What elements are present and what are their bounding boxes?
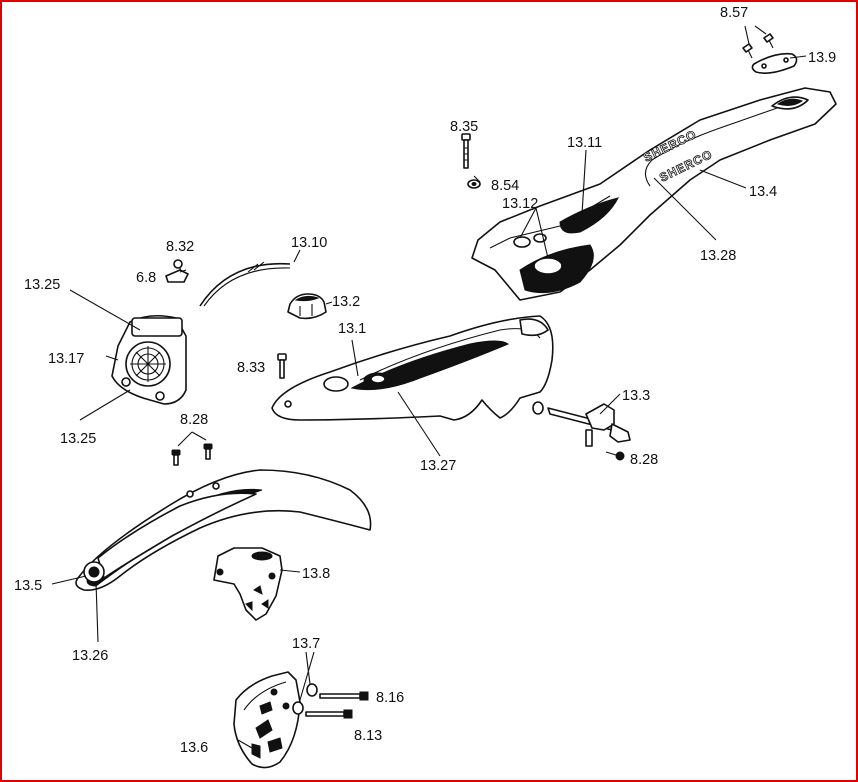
label-8-28-right: 8.28 <box>630 452 658 468</box>
label-8-32: 8.32 <box>166 239 194 255</box>
label-13-6: 13.6 <box>180 740 208 756</box>
screws-8-28-left <box>171 443 213 466</box>
leader-lines <box>51 55 807 749</box>
screw-8-28-right <box>605 451 625 461</box>
panel-grommet <box>533 257 563 275</box>
label-13-27: 13.27 <box>420 458 456 474</box>
bolt-8-33 <box>277 353 287 379</box>
fuel-tap-13-3 <box>532 401 631 447</box>
label-8-57: 8.57 <box>720 5 748 21</box>
label-6-8: 6.8 <box>136 270 156 286</box>
label-13-11: 13.11 <box>567 135 602 151</box>
label-8-13: 8.13 <box>354 728 382 744</box>
filler-neck <box>323 376 349 392</box>
label-8-16: 8.16 <box>376 690 404 706</box>
bolt-8-13 <box>305 709 353 719</box>
label-13-7: 13.7 <box>292 636 320 652</box>
label-13-8: 13.8 <box>302 566 330 582</box>
label-13-25-top: 13.25 <box>24 277 60 293</box>
label-8-35: 8.35 <box>450 119 478 135</box>
label-13-5: 13.5 <box>14 578 42 594</box>
label-13-10: 13.10 <box>291 235 327 251</box>
label-13-26: 13.26 <box>72 648 108 664</box>
plate-13-9 <box>742 25 798 74</box>
label-13-25-bottom: 13.25 <box>60 431 96 447</box>
clip-6-8 <box>165 269 189 283</box>
washer-8-54 <box>467 179 481 189</box>
bolt-8-35 <box>461 133 471 169</box>
vent-hose-13-10 <box>199 261 291 307</box>
bolt-8-16 <box>319 691 369 701</box>
part-labels: 8.57 13.9 8.35 8.54 13.11 13.12 13.4 13.… <box>14 5 836 756</box>
headlight-mask-13-25 <box>111 314 187 405</box>
label-8-54: 8.54 <box>491 178 519 194</box>
rear-fender-13-4: SHERCO SHERCO <box>471 87 837 301</box>
label-13-28: 13.28 <box>700 248 736 264</box>
label-13-9: 13.9 <box>808 50 836 66</box>
label-13-1: 13.1 <box>338 321 366 337</box>
fuel-cap-13-2 <box>287 293 327 320</box>
label-8-28-left: 8.28 <box>180 412 208 428</box>
label-13-17: 13.17 <box>48 351 84 367</box>
label-13-4: 13.4 <box>749 184 777 200</box>
spacers-13-7 <box>292 683 318 715</box>
label-8-33: 8.33 <box>237 360 265 376</box>
fuel-tank-13-1 <box>271 315 554 421</box>
label-13-12: 13.12 <box>502 196 538 212</box>
label-13-3: 13.3 <box>622 388 650 404</box>
label-13-2: 13.2 <box>332 294 360 310</box>
front-fender-13-5 <box>75 469 372 592</box>
fender-bracket-13-8 <box>213 547 283 621</box>
disc-guard-13-6 <box>233 671 301 769</box>
